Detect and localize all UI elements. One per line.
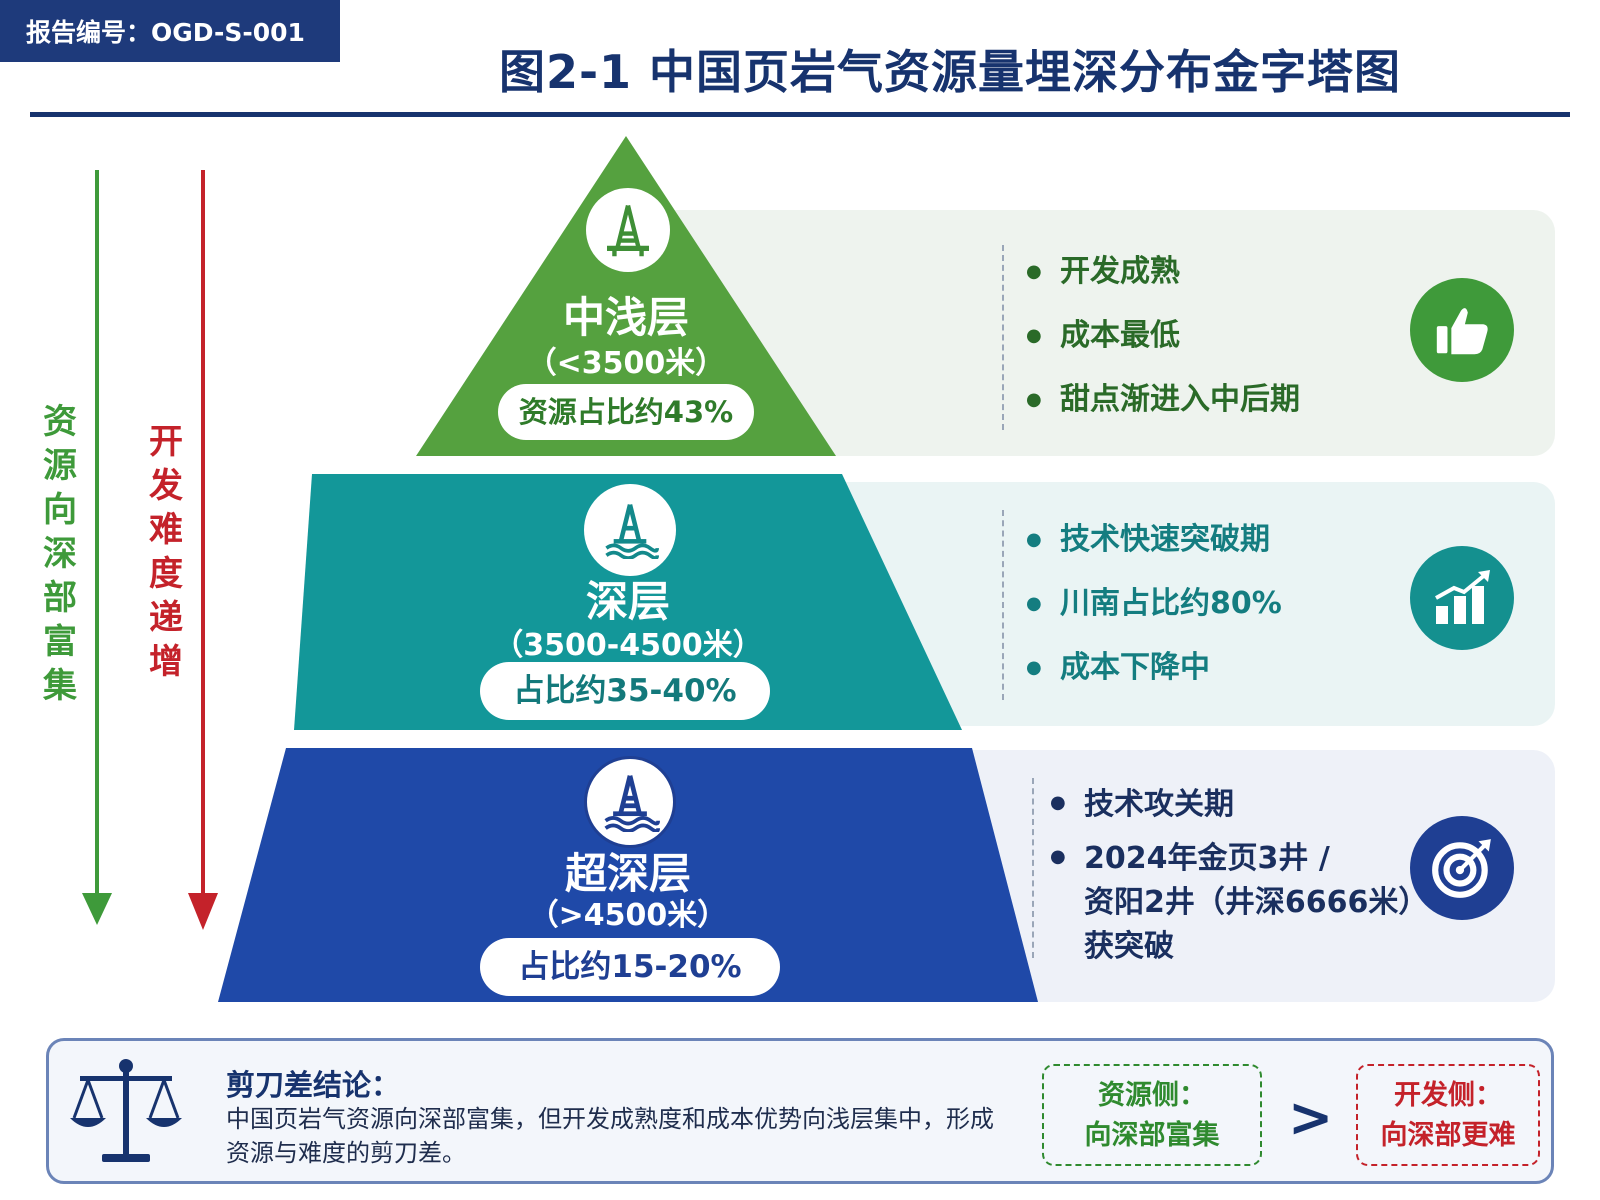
dev-side-label: 开发侧：	[1394, 1080, 1502, 1111]
list-item: 2024年金页3井 / 资阳2井（井深6666米） 获突破	[1050, 837, 1428, 969]
resource-axis-arrowhead	[82, 893, 112, 925]
resource-side-box: 资源侧： 向深部富集	[1042, 1064, 1262, 1166]
list-item: 甜点渐进入中后期	[1026, 380, 1300, 420]
panel-divider-shallow	[1002, 245, 1004, 430]
difficulty-axis-label: 开发难度递增	[149, 422, 183, 682]
resource-side-value: 向深部富集	[1084, 1120, 1220, 1151]
list-item: 成本最低	[1026, 316, 1300, 356]
report-number-tag: 报告编号：OGD-S-001	[0, 0, 340, 62]
ultra-deep-bullets: 技术攻关期 2024年金页3井 / 资阳2井（井深6666米） 获突破	[1050, 783, 1428, 969]
resource-axis-label: 资源向深部富集	[43, 402, 77, 706]
tier-share-deep: 占比约35-40%	[480, 662, 770, 720]
tier-share-shallow: 资源占比约43%	[498, 384, 754, 440]
conclusion-box	[46, 1038, 1554, 1184]
tier-share-ultra-deep: 占比约15-20%	[480, 938, 780, 996]
difficulty-axis-arrowhead	[188, 893, 218, 930]
axis-arrows	[82, 170, 218, 930]
title-divider	[30, 112, 1570, 117]
list-item: 川南占比约80%	[1026, 584, 1282, 624]
list-item: 成本下降中	[1026, 648, 1282, 688]
shallow-bullets: 开发成熟 成本最低 甜点渐进入中后期	[1026, 252, 1300, 420]
thumbs-up-icon	[1410, 278, 1514, 382]
tier-depth-shallow: （<3500米）	[526, 346, 726, 381]
pyramid-tier-shallow	[416, 136, 836, 456]
page-title: 图2-1 中国页岩气资源量埋深分布金字塔图	[498, 45, 1402, 99]
deep-bullets: 技术快速突破期 川南占比约80% 成本下降中	[1026, 520, 1282, 688]
conclusion-text: 中国页岩气资源向深部富集，但开发成熟度和成本优势向浅层集中，形成资源与难度的剪刀…	[226, 1105, 994, 1167]
list-item: 开发成熟	[1026, 252, 1300, 292]
list-item: 技术攻关期	[1050, 783, 1428, 827]
deep-rig-icon	[584, 756, 676, 848]
tier-name-shallow: 中浅层	[562, 293, 689, 342]
comparison-symbol: >	[1288, 1086, 1334, 1149]
resource-side-label: 资源侧：	[1098, 1080, 1206, 1111]
target-icon	[1410, 816, 1514, 920]
tier-name-deep: 深层	[585, 577, 670, 626]
tier-depth-deep: （3500-4500米）	[493, 628, 763, 663]
dev-side-box: 开发侧： 向深部更难	[1356, 1064, 1540, 1166]
tier-depth-ultra-deep: （>4500米）	[528, 898, 728, 933]
dev-side-value: 向深部更难	[1380, 1120, 1516, 1151]
scales-icon	[66, 1050, 186, 1170]
conclusion-title: 剪刀差结论：	[226, 1068, 401, 1102]
growth-chart-icon	[1410, 546, 1514, 650]
panel-divider-ultra	[1032, 778, 1034, 958]
list-item: 技术快速突破期	[1026, 520, 1282, 560]
panel-divider-deep	[1002, 510, 1004, 700]
oil-rig-icon	[586, 188, 670, 272]
pyramid-tier-ultra-deep	[218, 748, 1038, 1002]
tier-name-ultra-deep: 超深层	[564, 849, 691, 898]
pyramid-tier-deep	[294, 474, 962, 730]
offshore-rig-icon	[584, 484, 676, 576]
